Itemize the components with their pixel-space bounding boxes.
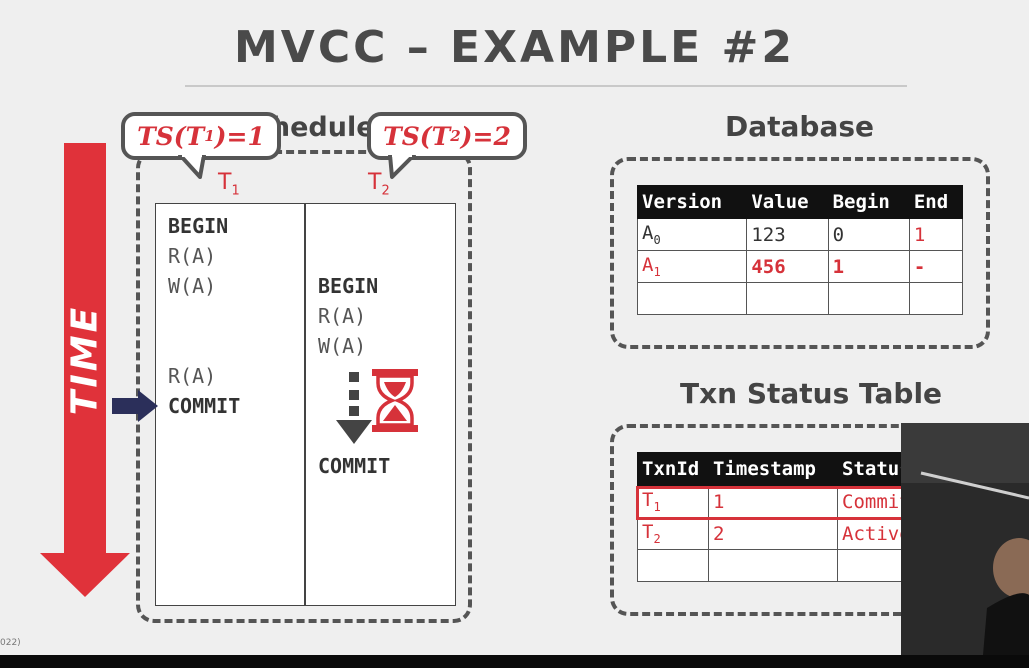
value-cell: 123 <box>746 218 829 251</box>
current-step-pointer-icon <box>138 390 158 422</box>
col-version: Version <box>636 185 748 219</box>
table-row: A1 456 1 - <box>636 250 964 283</box>
table-row: A0 123 0 1 <box>636 218 964 251</box>
t2-label-text: T <box>368 170 382 195</box>
empty-cell <box>637 549 709 582</box>
txnid-cell: T2 <box>637 517 709 550</box>
empty-cell <box>908 282 964 315</box>
t1-column-label: T1 <box>218 170 240 198</box>
col-begin: Begin <box>827 185 910 219</box>
version-sub: 1 <box>653 264 661 279</box>
ts-bubble-t2-prefix: TS(T <box>383 121 451 151</box>
video-bottom-bar <box>0 655 1029 668</box>
txn-status-title: Txn Status Table <box>680 377 943 410</box>
col-value: Value <box>746 185 829 219</box>
timestamp-cell: 2 <box>708 517 838 550</box>
hourglass-icon <box>372 369 418 432</box>
t1-op-commit: COMMIT <box>168 394 241 418</box>
value-cell: 456 <box>746 250 829 283</box>
version-cell: A0 <box>636 218 748 251</box>
slide-title: MVCC – EXAMPLE #2 <box>233 22 796 73</box>
wait-dot-3 <box>349 406 359 416</box>
table-row-empty <box>636 282 964 315</box>
ts-bubble-t1-suffix: )=1 <box>214 121 265 151</box>
t2-op-write: W(A) <box>318 334 367 358</box>
database-header-row: Version Value Begin End <box>636 185 964 219</box>
txnid-cell: T1 <box>637 485 709 518</box>
wait-arrow-icon <box>336 420 372 444</box>
version-sub: 0 <box>653 232 661 247</box>
version-cell: A1 <box>636 250 748 283</box>
ts-bubble-t2-suffix: )=2 <box>460 121 511 151</box>
database-title: Database <box>725 110 875 143</box>
t2-label-sub: 2 <box>381 183 390 199</box>
t1-op-begin: BEGIN <box>168 214 229 238</box>
txn-sub: 1 <box>653 499 661 514</box>
ts-bubble-t1-prefix: TS(T <box>137 121 205 151</box>
txn-name: T <box>642 521 654 544</box>
presenter-video-icon <box>901 423 1029 655</box>
begin-cell: 1 <box>827 250 910 283</box>
database-table: Version Value Begin End A0 123 0 1 A1 45… <box>636 185 964 315</box>
database-box <box>610 157 990 349</box>
title-underline <box>185 85 907 87</box>
empty-cell <box>746 282 829 315</box>
current-step-pointer-shaft <box>112 398 140 414</box>
col-timestamp: Timestamp <box>708 452 838 486</box>
txn-header-row: TxnId Timestamp Status <box>637 452 963 486</box>
version-name: A <box>642 222 654 245</box>
wait-dot-1 <box>349 372 359 382</box>
t1-label-text: T <box>218 170 232 195</box>
ts-bubble-t2-tail <box>388 155 416 179</box>
t1-op-read: R(A) <box>168 244 217 268</box>
t2-column-label: T2 <box>368 170 390 198</box>
col-txnid: TxnId <box>637 452 709 486</box>
ts-bubble-t1-tail <box>178 155 206 179</box>
schedule-column-divider <box>304 204 306 605</box>
committed-row-highlight <box>636 486 906 520</box>
t1-label-sub: 1 <box>231 183 240 199</box>
txn-sub: 2 <box>653 531 661 546</box>
ts-bubble-t1-sub: 1 <box>204 127 215 145</box>
end-cell: - <box>908 250 964 283</box>
version-name: A <box>642 254 654 277</box>
empty-cell <box>708 549 838 582</box>
timestamp-cell: 1 <box>708 485 838 518</box>
time-arrow-shaft <box>64 143 106 553</box>
footer-note: 022) <box>0 638 21 648</box>
ts-bubble-t2-sub: 2 <box>450 127 461 145</box>
schedule-box <box>136 150 472 623</box>
t2-op-read: R(A) <box>318 304 367 328</box>
t2-op-begin: BEGIN <box>318 274 379 298</box>
time-arrow-head <box>40 553 130 597</box>
end-cell: 1 <box>908 218 964 251</box>
t1-op-read-2: R(A) <box>168 364 217 388</box>
t2-op-commit: COMMIT <box>318 454 391 478</box>
empty-cell <box>827 282 910 315</box>
webcam-overlay <box>901 423 1029 655</box>
begin-cell: 0 <box>827 218 910 251</box>
txn-name: T <box>642 489 654 512</box>
t1-op-write: W(A) <box>168 274 217 298</box>
empty-cell <box>636 282 748 315</box>
wait-dot-2 <box>349 390 359 400</box>
col-end: End <box>908 185 964 219</box>
time-label: TIME <box>64 304 106 416</box>
